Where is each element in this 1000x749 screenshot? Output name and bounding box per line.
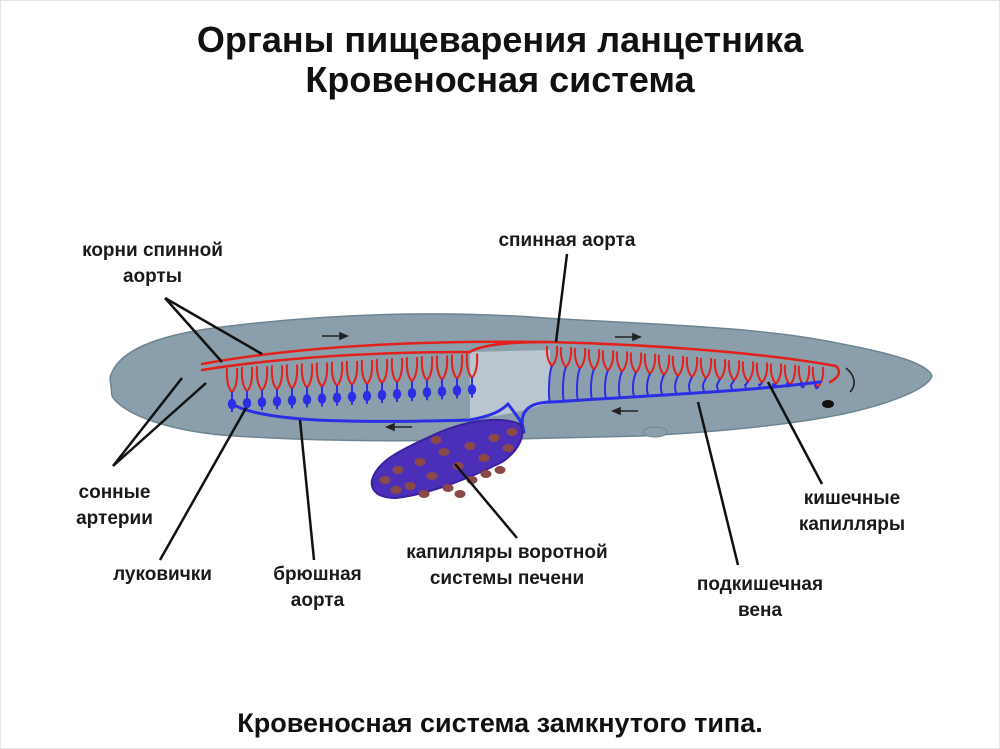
intestinal-venule — [603, 369, 609, 399]
slide-title: Органы пищеварения ланцетника — [196, 19, 804, 60]
liver-cell — [426, 472, 438, 480]
liver-cell — [404, 482, 416, 490]
gill-bulb — [407, 388, 417, 399]
liver-cell — [430, 436, 442, 444]
anus-mark — [822, 400, 834, 408]
gill-bulbs — [227, 377, 477, 412]
label-ventral-aorta: брюшная аорта — [273, 564, 362, 611]
intestinal-venule — [729, 379, 735, 390]
liver-cell — [392, 466, 404, 474]
slide-subtitle: Кровеносная система — [305, 59, 695, 100]
liver-cell — [494, 466, 506, 474]
intestinal-venule — [799, 381, 805, 389]
gill-bulb — [347, 391, 357, 402]
gill-bulb — [287, 395, 297, 406]
liver-cell — [438, 448, 450, 456]
liver-cell — [478, 454, 490, 462]
gill-bulb — [467, 384, 477, 395]
gill-bulb — [362, 390, 372, 402]
liver-cell — [454, 490, 466, 498]
liver-cell — [390, 486, 402, 494]
gill-bulb — [392, 388, 402, 400]
liver-cell — [418, 490, 430, 498]
label-carotid-arteries: сонные артерии — [76, 482, 153, 529]
liver-cell — [506, 428, 518, 436]
gill-bulb — [422, 387, 432, 398]
gill-bulb — [452, 385, 462, 396]
gill-bulb — [227, 398, 237, 410]
intestinal-venule — [743, 380, 749, 389]
liver-cell — [442, 484, 454, 492]
intestinal-venule — [757, 381, 763, 388]
intestinal-venule — [813, 380, 819, 390]
liver-cell — [502, 444, 514, 452]
intestinal-venule — [561, 366, 567, 402]
intestinal-venule — [701, 377, 707, 392]
leader-lines — [112, 253, 824, 566]
label-dorsal-aorta: спинная аорта — [498, 230, 636, 251]
liver-cell — [464, 442, 476, 450]
gill-bulb — [257, 397, 267, 408]
gill-bulb — [377, 389, 387, 401]
intestinal-venule — [771, 382, 777, 387]
intestinal-venule — [631, 372, 637, 397]
gill-bulb — [272, 396, 282, 407]
intestinal-venule — [575, 367, 581, 401]
liver-cell — [488, 434, 500, 442]
label-subintestinal-vein: подкишечная вена — [696, 574, 824, 621]
slide-caption: Кровеносная система замкнутого типа. — [237, 708, 763, 738]
intestinal-venule — [673, 375, 679, 394]
intestinal-venule — [589, 368, 595, 400]
gill-bulb — [242, 397, 252, 409]
liver-cell — [480, 470, 492, 478]
gill-bulb — [437, 386, 447, 397]
liver-cell — [414, 458, 426, 466]
flow-arrows — [322, 331, 855, 432]
intestinal-venule — [687, 376, 693, 393]
label-bulbs: луковички — [113, 564, 212, 585]
intestinal-venule — [659, 374, 665, 395]
intestinal-venule — [645, 373, 651, 396]
gill-bulb — [317, 393, 327, 404]
intestinal-venules — [547, 365, 819, 403]
gill-bulb — [302, 394, 312, 405]
intestinal-venule — [785, 382, 791, 388]
gill-bulb — [332, 392, 342, 403]
gut-region — [470, 350, 550, 418]
label-dorsal-aorta-roots: корни спинной аорты — [82, 240, 223, 287]
intestinal-venule — [715, 378, 721, 391]
label-intestinal-capillaries: кишечные капилляры — [798, 488, 906, 535]
tail-bulge — [642, 426, 668, 438]
intestinal-venule — [547, 365, 553, 403]
intestinal-venule — [617, 371, 623, 398]
liver-cell — [379, 476, 391, 484]
label-portal-capillaries: капилляры воротной системы печени — [406, 542, 608, 589]
dorsal-aorta-vessels — [200, 340, 841, 384]
